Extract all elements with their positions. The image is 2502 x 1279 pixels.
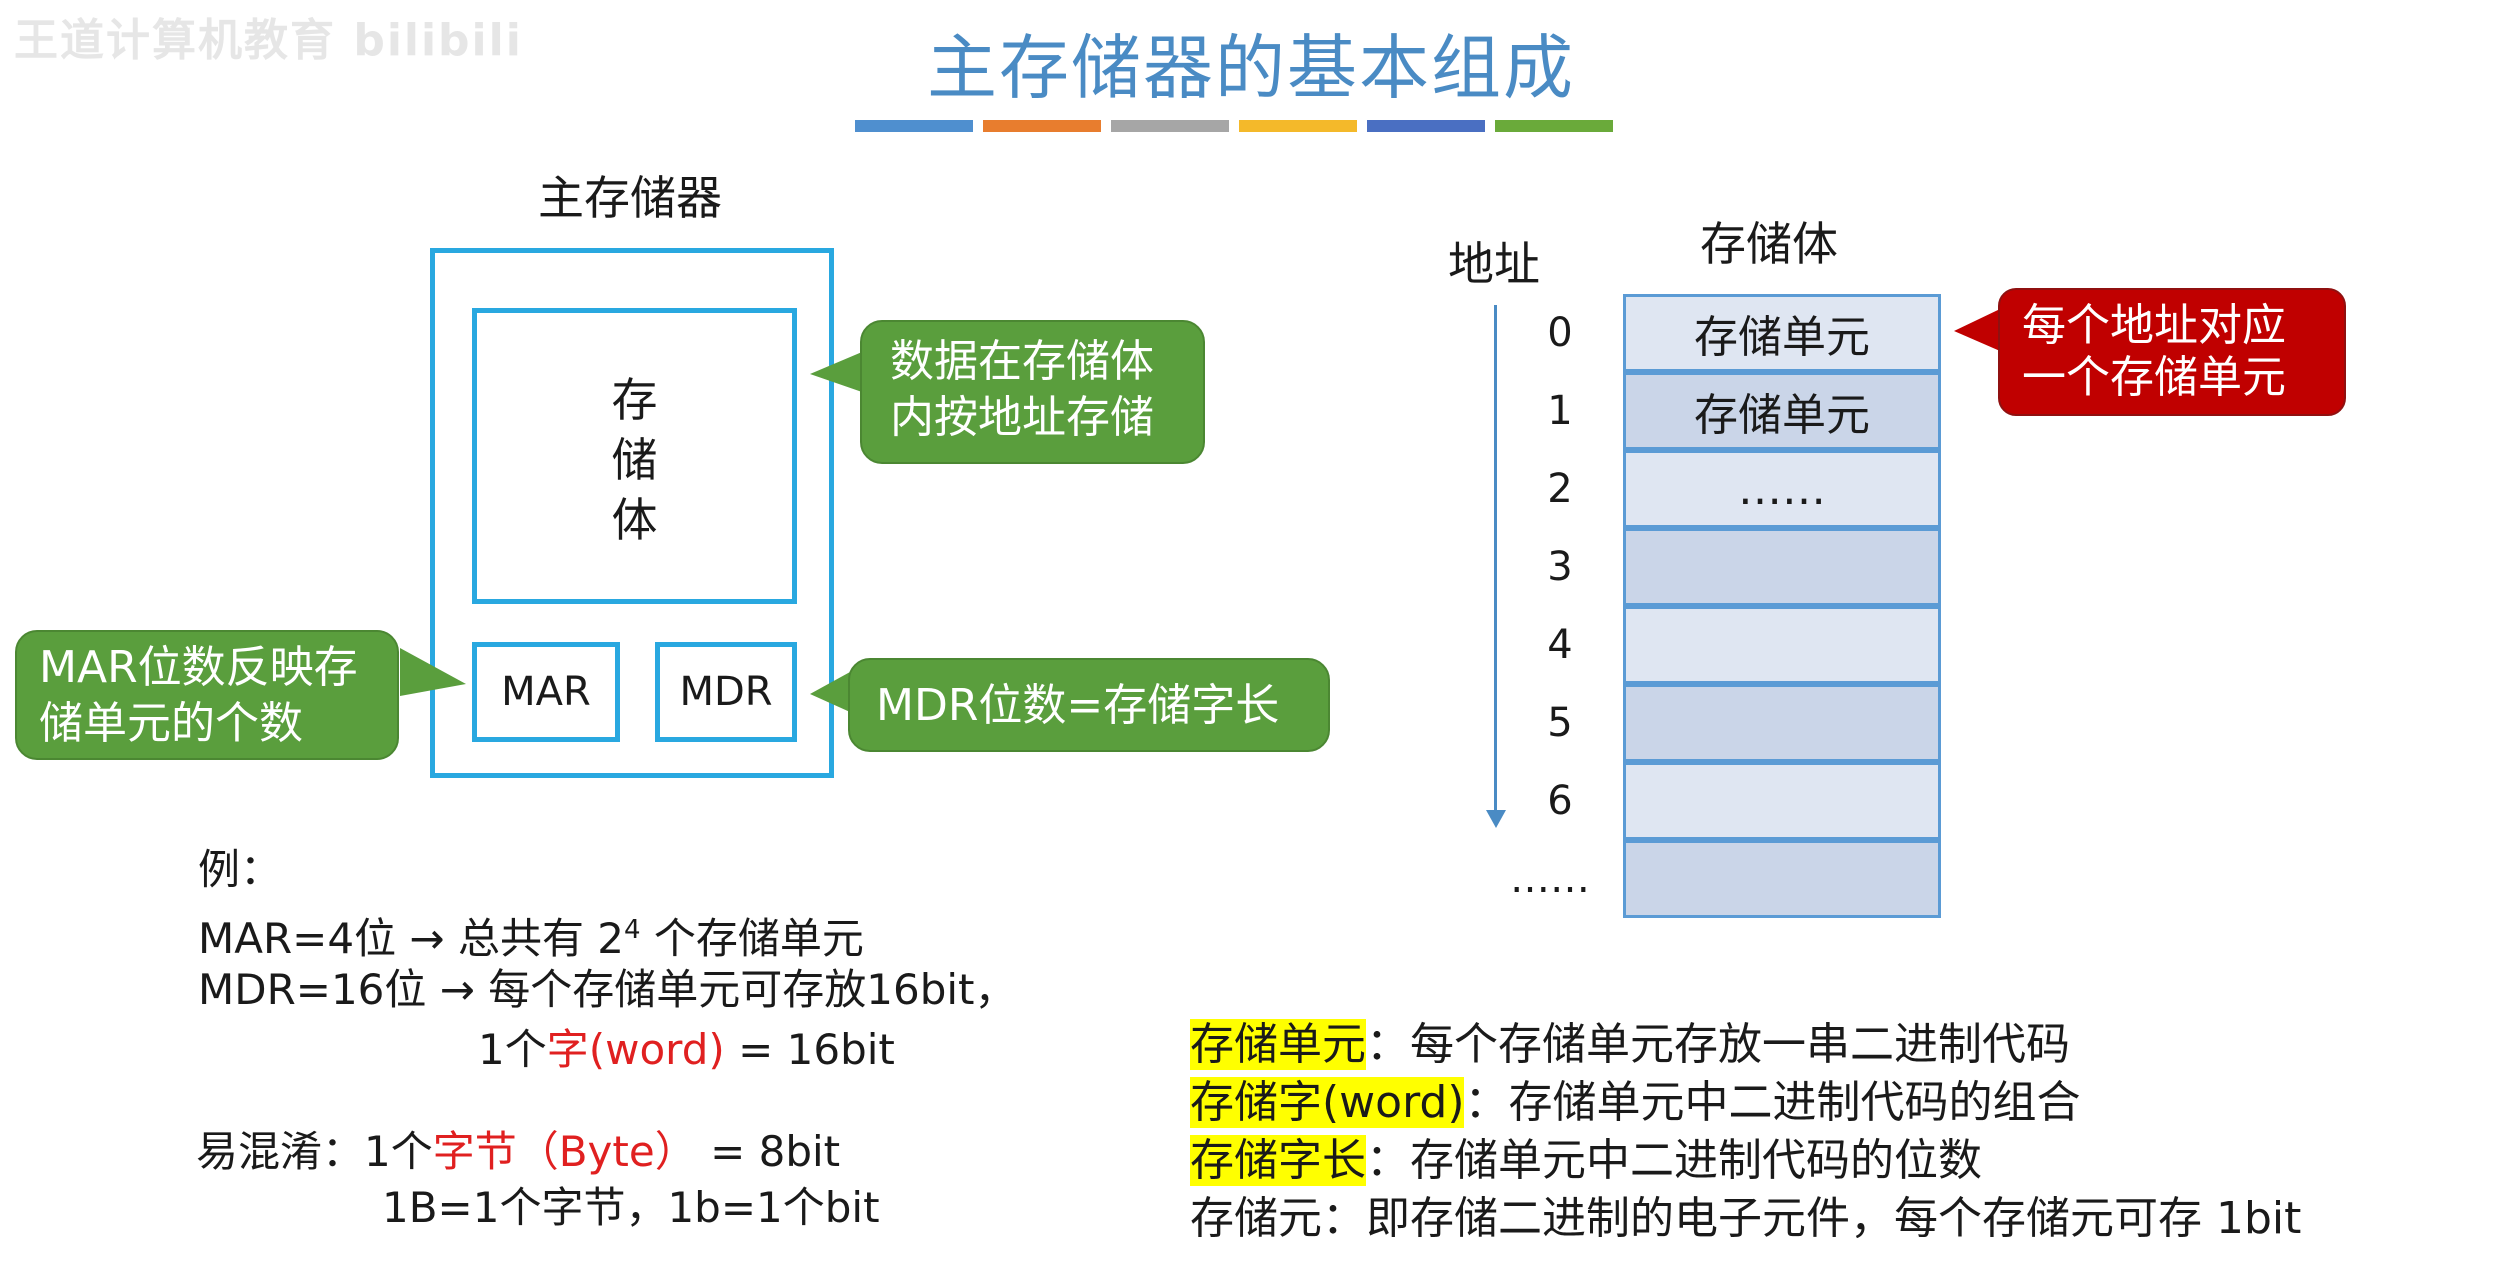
address-label: 0 bbox=[1547, 310, 1573, 356]
callout-data-storage: 数据在存储体 内按地址存储 bbox=[860, 320, 1205, 464]
slide-title: 主存储器的基本组成 bbox=[927, 27, 1575, 109]
mdr-register: MDR bbox=[655, 642, 797, 742]
callout-pointer bbox=[400, 648, 466, 696]
title-bar-segment bbox=[1239, 120, 1357, 132]
address-label: 3 bbox=[1547, 544, 1573, 590]
title-bar-segment bbox=[855, 120, 973, 132]
address-label: 4 bbox=[1547, 622, 1573, 668]
title-bar-segment bbox=[1495, 120, 1613, 132]
storage-body-label: 存 储 体 bbox=[611, 373, 658, 547]
example-heading: 例： bbox=[198, 845, 283, 894]
main-memory-label: 主存储器 bbox=[538, 171, 722, 225]
definition-word-length: 存储字长：存储单元中二进制代码的位数 bbox=[1190, 1135, 1982, 1186]
memory-cell bbox=[1623, 840, 1941, 918]
callout-pointer bbox=[810, 352, 862, 392]
callout-pointer bbox=[1954, 309, 2000, 351]
confusion-line-units: 1B=1个字节，1b=1个bit bbox=[382, 1183, 880, 1232]
title-bar-segment bbox=[1367, 120, 1485, 132]
example-line-mar: MAR=4位 → 总共有 24 个存储单元 bbox=[198, 914, 864, 963]
address-label: …… bbox=[1510, 856, 1590, 902]
address-arrow-line bbox=[1494, 305, 1497, 810]
address-label: 2 bbox=[1547, 466, 1573, 512]
memory-cell bbox=[1623, 684, 1941, 762]
memory-cell bbox=[1623, 528, 1941, 606]
address-label: 6 bbox=[1547, 778, 1573, 824]
definition-storage-word: 存储字(word)：存储单元中二进制代码的组合 bbox=[1190, 1077, 2081, 1128]
callout-address-mapping: 每个地址对应 一个存储单元 bbox=[1998, 288, 2346, 416]
confusion-line-byte: 易混淆：1个字节（Byte） = 8bit bbox=[196, 1127, 841, 1176]
example-line-word: 1个字(word) = 16bit bbox=[478, 1025, 895, 1074]
title-bar-segment bbox=[983, 120, 1101, 132]
example-line-mdr: MDR=16位 → 每个存储单元可存放16bit， bbox=[198, 965, 1017, 1014]
storage-body-box bbox=[472, 308, 797, 604]
definition-storage-unit: 存储单元：每个存储单元存放一串二进制代码 bbox=[1190, 1019, 2070, 1070]
address-label: 1 bbox=[1547, 388, 1573, 434]
main-memory-box bbox=[430, 248, 834, 778]
callout-pointer bbox=[810, 672, 850, 712]
address-arrow-head bbox=[1486, 810, 1506, 828]
address-header: 地址 bbox=[1448, 237, 1540, 291]
definition-storage-element: 存储元：即存储二进制的电子元件，每个存储元可存 1bit bbox=[1190, 1193, 2302, 1244]
mar-register: MAR bbox=[472, 642, 620, 742]
address-label: 5 bbox=[1547, 700, 1573, 746]
memory-cell: …… bbox=[1623, 450, 1941, 528]
callout-mdr: MDR位数=存储字长 bbox=[848, 658, 1330, 752]
storage-body-header: 存储体 bbox=[1700, 217, 1838, 271]
title-bar-segment bbox=[1111, 120, 1229, 132]
memory-cell: 存储单元 bbox=[1623, 372, 1941, 450]
callout-mar: MAR位数反映存 储单元的个数 bbox=[15, 630, 399, 760]
memory-cell: 存储单元 bbox=[1623, 294, 1941, 372]
memory-cell bbox=[1623, 606, 1941, 684]
watermark: 王道计算机教育 bilibili bbox=[14, 15, 523, 66]
memory-cell bbox=[1623, 762, 1941, 840]
